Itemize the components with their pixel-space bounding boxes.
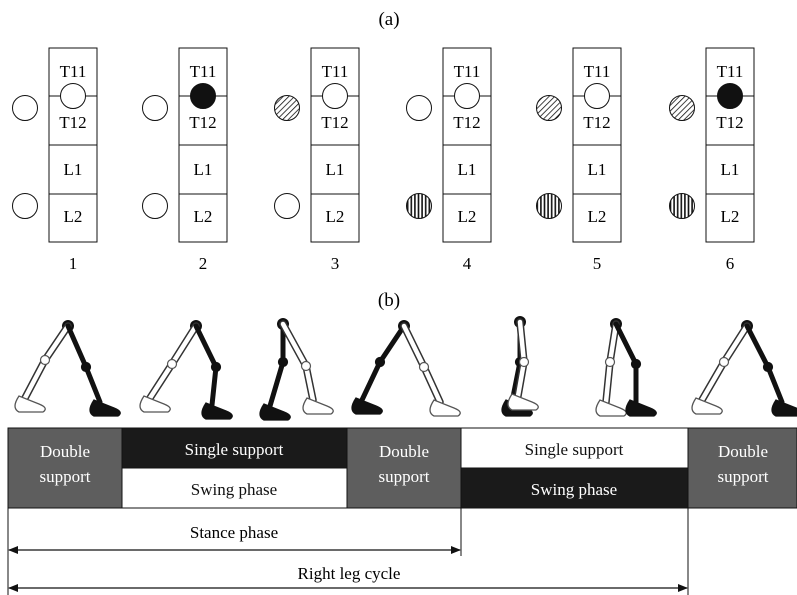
- leg-dark: [351, 323, 407, 415]
- segment-label-t11: T11: [190, 62, 217, 81]
- right-leg-cycle-label: Right leg cycle: [298, 564, 401, 583]
- column-number: 1: [69, 254, 78, 273]
- segment-label-t12: T12: [716, 113, 743, 132]
- stance-phase-label: Stance phase: [190, 523, 278, 542]
- segment-label-l2: L2: [588, 207, 607, 226]
- segment-label-l1: L1: [588, 160, 607, 179]
- double-support-block-3: [687, 427, 797, 509]
- segment-label-l1: L1: [194, 160, 213, 179]
- upper-side-marker: [12, 95, 38, 121]
- panel-b-label: (b): [378, 290, 400, 311]
- lower-side-marker: [142, 193, 168, 219]
- center-electrode-marker: [190, 83, 216, 109]
- swing-phase-block-1: [121, 467, 348, 509]
- segment-label-t12: T12: [59, 113, 86, 132]
- column-number: 4: [463, 254, 472, 273]
- double-support-block-1: [7, 427, 123, 509]
- segment-label-l1: L1: [64, 160, 83, 179]
- leg-light: [279, 320, 334, 415]
- segment-label-l2: L2: [721, 207, 740, 226]
- leg-dark: [613, 321, 657, 417]
- leg-light: [400, 322, 461, 417]
- leg-light: [595, 320, 627, 417]
- segment-label-l1: L1: [721, 160, 740, 179]
- stance-phase-dimension: Stance phase: [7, 508, 462, 556]
- double-support-label-1-line2: support: [40, 467, 91, 486]
- lower-side-marker: [669, 193, 695, 219]
- double-support-label-2-line2: support: [379, 467, 430, 486]
- swing-phase-block-2: [460, 467, 689, 509]
- leg-light: [139, 322, 200, 413]
- column-number: 2: [199, 254, 208, 273]
- segment-label-t11: T11: [454, 62, 481, 81]
- double-support-label-2-line1: Double: [379, 442, 429, 461]
- leg-light: [14, 322, 72, 413]
- segment-label-l2: L2: [194, 207, 213, 226]
- lower-side-marker: [406, 193, 432, 219]
- center-electrode-marker: [60, 83, 86, 109]
- segment-label-l2: L2: [458, 207, 477, 226]
- column-number: 5: [593, 254, 602, 273]
- center-electrode-marker: [322, 83, 348, 109]
- center-electrode-marker: [584, 83, 610, 109]
- spine-columns: T11T12L1L21T11T12L1L22T11T12L1L23T11T12L…: [12, 47, 755, 273]
- swing-phase-label-1: Swing phase: [191, 480, 277, 499]
- double-support-label-3-line2: support: [718, 467, 769, 486]
- leg-dark: [65, 323, 121, 417]
- lower-side-marker: [12, 193, 38, 219]
- leg-dark: [744, 323, 797, 417]
- segment-label-t12: T12: [453, 113, 480, 132]
- leg-light: [507, 318, 539, 411]
- segment-label-t11: T11: [322, 62, 349, 81]
- walking-figures: [14, 316, 797, 421]
- leg-light: [691, 322, 751, 415]
- single-support-label-2: Single support: [525, 440, 624, 459]
- upper-side-marker: [406, 95, 432, 121]
- double-support-label-3-line1: Double: [718, 442, 768, 461]
- center-electrode-marker: [717, 83, 743, 109]
- panel-a-label: (a): [378, 9, 399, 30]
- single-support-label-1: Single support: [185, 440, 284, 459]
- segment-label-t11: T11: [60, 62, 87, 81]
- lower-side-marker: [536, 193, 562, 219]
- single-support-block-1: [121, 427, 348, 469]
- column-number: 6: [726, 254, 735, 273]
- segment-label-t11: T11: [717, 62, 744, 81]
- segment-label-t12: T12: [583, 113, 610, 132]
- column-number: 3: [331, 254, 340, 273]
- segment-label-t11: T11: [584, 62, 611, 81]
- segment-label-l1: L1: [326, 160, 345, 179]
- segment-label-l2: L2: [326, 207, 345, 226]
- double-support-label-1-line1: Double: [40, 442, 90, 461]
- leg-dark: [193, 323, 233, 420]
- segment-label-l2: L2: [64, 207, 83, 226]
- center-electrode-marker: [454, 83, 480, 109]
- segment-label-t12: T12: [321, 113, 348, 132]
- leg-dark: [259, 321, 291, 421]
- upper-side-marker: [669, 95, 695, 121]
- upper-side-marker: [274, 95, 300, 121]
- double-support-block-2: [346, 427, 462, 509]
- segment-label-l1: L1: [458, 160, 477, 179]
- lower-side-marker: [274, 193, 300, 219]
- segment-label-t12: T12: [189, 113, 216, 132]
- cycle-dimension: Right leg cycle: [7, 508, 689, 595]
- phase-bar: Double support Single support Swing phas…: [7, 427, 797, 509]
- upper-side-marker: [142, 95, 168, 121]
- swing-phase-label-2: Swing phase: [531, 480, 617, 499]
- upper-side-marker: [536, 95, 562, 121]
